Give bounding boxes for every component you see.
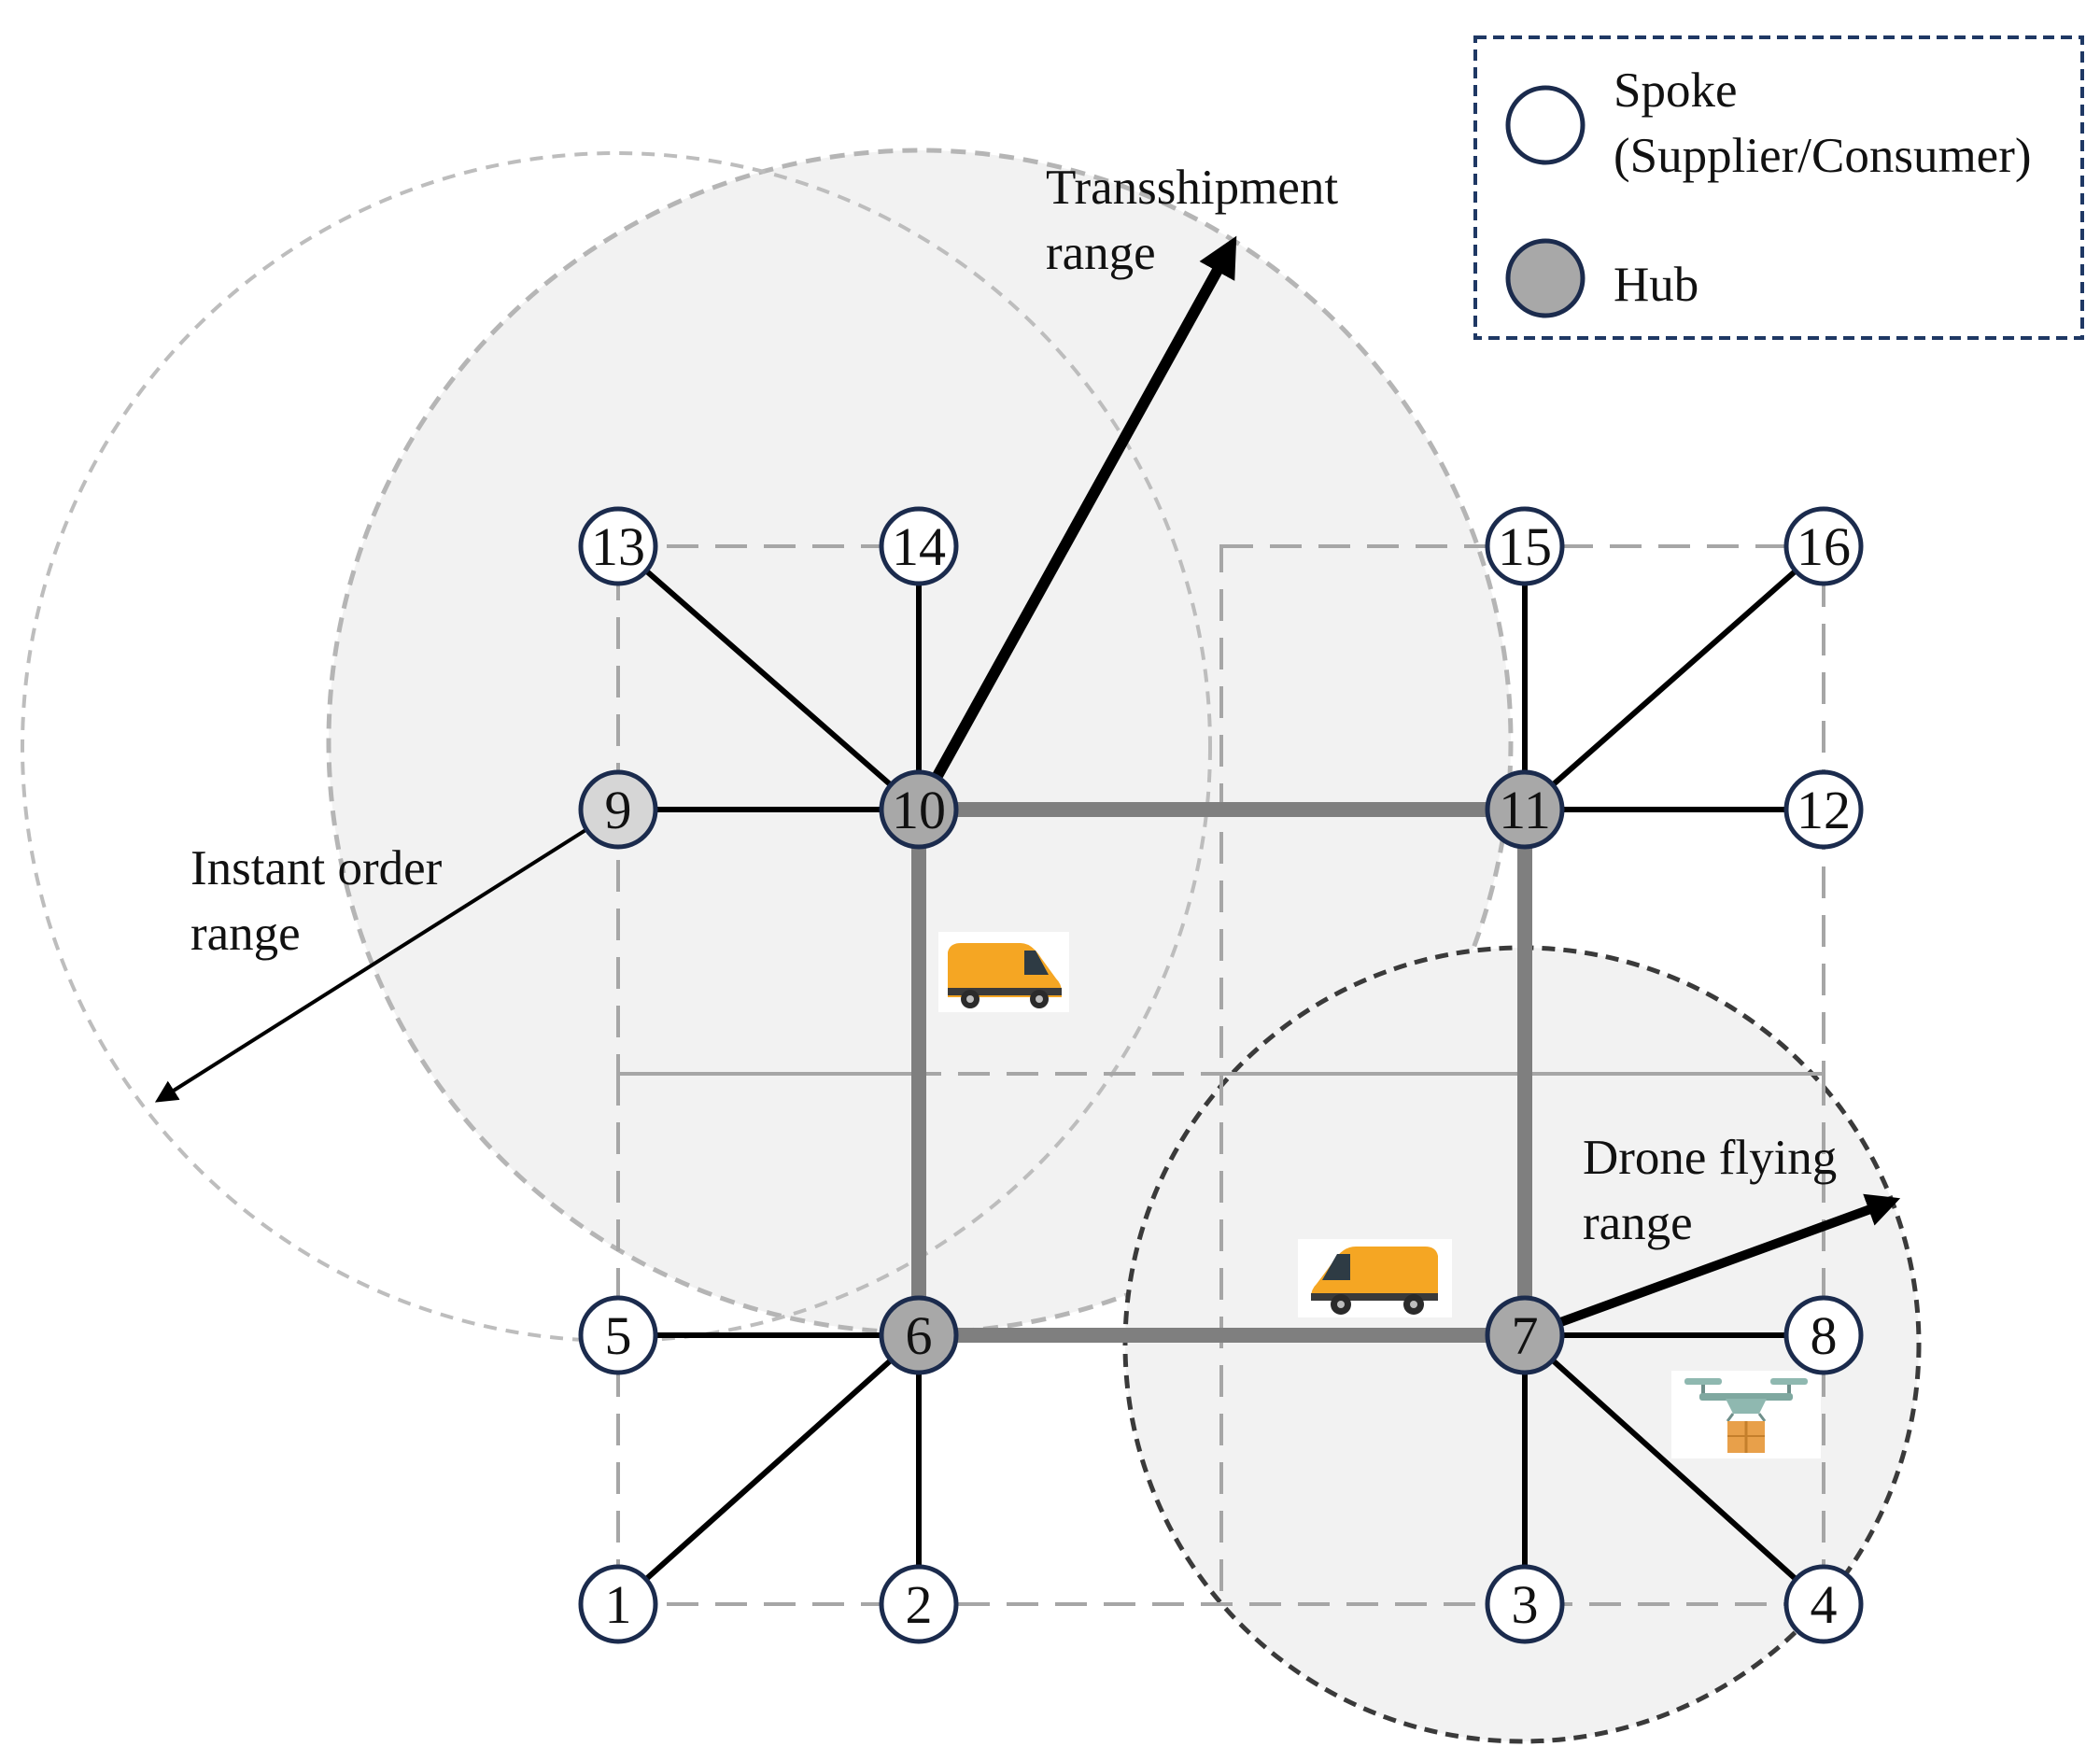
legend-hub-label: Hub xyxy=(1614,258,1698,312)
node-label: 7 xyxy=(1512,1305,1539,1366)
node-16: 16 xyxy=(1783,506,1864,586)
node-label: 6 xyxy=(906,1305,933,1366)
spoke-node-circle xyxy=(1783,506,1864,586)
node-label: 15 xyxy=(1498,516,1552,577)
node-12: 12 xyxy=(1783,769,1864,850)
instant-order-range-zone xyxy=(21,151,1212,1343)
delivery-van-icon xyxy=(938,932,1069,1012)
spoke-node-circle xyxy=(1783,769,1864,850)
legend: Spoke (Supplier/Consumer) Hub xyxy=(1473,35,2084,340)
spoke-node-circle xyxy=(879,1564,959,1644)
node-label: 14 xyxy=(892,516,946,577)
instant-order-label-line1: Instant order xyxy=(190,841,443,895)
spoke-node-circle xyxy=(578,506,658,586)
spoke-node-circle xyxy=(1783,1564,1864,1644)
node-6: 6 xyxy=(879,1295,959,1375)
spoke-link-10-13 xyxy=(615,543,922,812)
spoke-node-circle xyxy=(1485,506,1565,586)
node-label: 16 xyxy=(1797,516,1851,577)
legend-hub-symbol xyxy=(1505,238,1586,318)
drone-range-label-line1: Drone flying xyxy=(1583,1131,1837,1185)
hub-node-circle xyxy=(879,1295,959,1375)
node-label: 2 xyxy=(906,1574,933,1635)
node-4: 4 xyxy=(1783,1564,1864,1644)
hub-node-circle xyxy=(879,769,959,850)
spoke-link-6-1 xyxy=(615,1332,922,1607)
range-arrows xyxy=(154,235,1901,1340)
spoke-link-7-4 xyxy=(1522,1332,1826,1607)
drone-flying-range-arrow xyxy=(1523,1193,1901,1340)
node-1: 1 xyxy=(578,1564,658,1644)
drone-range-label-line2: range xyxy=(1583,1196,1693,1250)
node-label: 10 xyxy=(892,780,946,840)
hub-node-circle xyxy=(578,769,658,850)
legend-spoke-label: Spoke xyxy=(1614,63,1738,118)
node-label: 8 xyxy=(1811,1305,1838,1366)
node-10: 10 xyxy=(879,769,959,850)
node-9: 9 xyxy=(578,769,658,850)
legend-spoke-sublabel: (Supplier/Consumer) xyxy=(1614,129,2032,183)
node-label: 9 xyxy=(605,780,632,840)
annotations: Transshipment range Instant order range … xyxy=(190,161,1837,1250)
spoke-node-circle xyxy=(578,1564,658,1644)
node-label: 4 xyxy=(1811,1574,1838,1635)
node-15: 15 xyxy=(1485,506,1565,586)
legend-spoke-symbol xyxy=(1505,85,1586,165)
transshipment-label-line2: range xyxy=(1046,226,1156,280)
node-label: 13 xyxy=(591,516,645,577)
transshipment-label-line1: Transshipment xyxy=(1046,161,1338,215)
instant-order-label-line2: range xyxy=(190,907,301,961)
hub-links xyxy=(911,802,1532,1343)
node-label: 11 xyxy=(1499,780,1551,840)
node-label: 12 xyxy=(1797,780,1851,840)
hub-node-circle xyxy=(1485,1295,1565,1375)
spoke-link-11-16 xyxy=(1522,543,1826,812)
spoke-links xyxy=(615,543,1826,1607)
node-13: 13 xyxy=(578,506,658,586)
delivery-drone-icon xyxy=(1671,1371,1821,1458)
node-label: 5 xyxy=(605,1305,632,1366)
node-2: 2 xyxy=(879,1564,959,1644)
spoke-node-circle xyxy=(1783,1295,1864,1375)
node-5: 5 xyxy=(578,1295,658,1375)
node-7: 7 xyxy=(1485,1295,1565,1375)
spoke-node-circle xyxy=(1485,1564,1565,1644)
node-11: 11 xyxy=(1485,769,1565,850)
node-8: 8 xyxy=(1783,1295,1864,1375)
spoke-node-circle xyxy=(879,506,959,586)
node-3: 3 xyxy=(1485,1564,1565,1644)
transshipment-range-arrow xyxy=(913,235,1237,812)
delivery-van-icon xyxy=(1298,1239,1452,1317)
hub-node-circle xyxy=(1485,769,1565,850)
node-14: 14 xyxy=(879,506,959,586)
spoke-node-circle xyxy=(578,1295,658,1375)
node-label: 3 xyxy=(1512,1574,1539,1635)
instant-order-range-arrow xyxy=(154,808,620,1103)
node-label: 1 xyxy=(605,1574,632,1635)
